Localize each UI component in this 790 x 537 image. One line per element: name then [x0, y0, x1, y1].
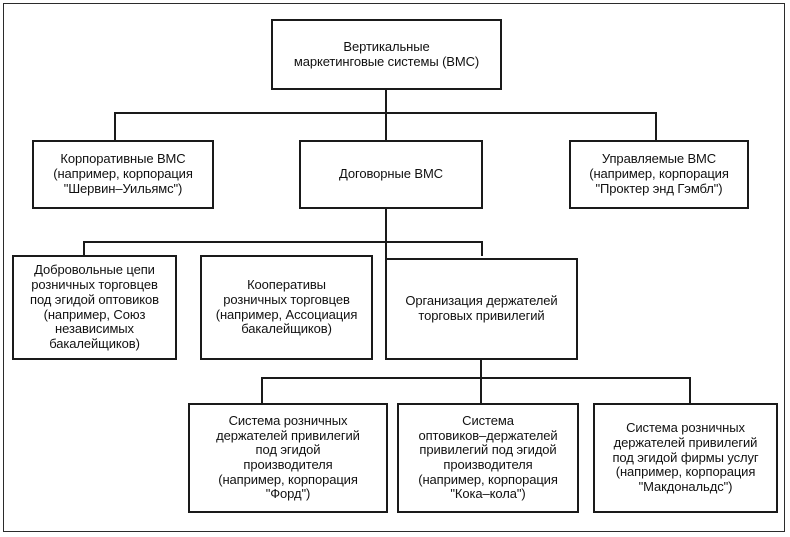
node-label: Система розничных держателей привилегий …	[216, 412, 360, 502]
node-label: Система розничных держателей привилегий …	[612, 420, 759, 495]
node-label: Кооперативы розничных торговцев (наприме…	[215, 277, 358, 337]
connector-level3-bus	[83, 241, 483, 243]
connector-level2-bus	[114, 112, 657, 114]
node-corporate-vms: Корпоративные ВМС (например, корпорация …	[32, 140, 214, 209]
node-label: Управляемые ВМС (например, корпорация "П…	[589, 151, 729, 196]
node-label: Система оптовиков–держателей привилегий …	[418, 412, 558, 502]
connector-root-stem	[385, 90, 387, 140]
connector-franchise-stem	[480, 360, 482, 404]
node-retail-franchise-manufacturer: Система розничных держателей привилегий …	[188, 403, 388, 513]
node-wholesale-franchise-manufacturer: Система оптовиков–держателей привилегий …	[397, 403, 579, 513]
node-label: Вертикальные маркетинговые системы (ВМС)	[293, 38, 480, 69]
node-label: Добровольные цепи розничных торговцев по…	[30, 262, 159, 351]
connector-drop-retail-cooperatives	[481, 241, 483, 256]
node-franchise-organization: Организация держателей торговых привилег…	[385, 258, 578, 360]
connector-contractual-stem	[385, 209, 387, 258]
node-vertical-marketing-systems: Вертикальные маркетинговые системы (ВМС)	[271, 19, 502, 90]
node-label: Корпоративные ВМС (например, корпорация …	[53, 151, 193, 196]
connector-drop-administered	[655, 112, 657, 141]
connector-drop-retail-franchise-service	[689, 377, 691, 404]
node-label: Договорные ВМС	[339, 166, 443, 182]
node-voluntary-chains: Добровольные цепи розничных торговцев по…	[12, 255, 177, 360]
node-contractual-vms: Договорные ВМС	[299, 140, 483, 209]
node-administered-vms: Управляемые ВМС (например, корпорация "П…	[569, 140, 749, 209]
node-retail-franchise-service: Система розничных держателей привилегий …	[593, 403, 778, 513]
node-label: Организация держателей торговых привилег…	[405, 293, 558, 323]
connector-drop-retail-franchise-manufacturer	[261, 377, 263, 404]
connector-drop-voluntary-chains	[83, 241, 85, 256]
node-retail-cooperatives: Кооперативы розничных торговцев (наприме…	[200, 255, 373, 360]
connector-level4-bus	[261, 377, 691, 379]
connector-drop-corporate	[114, 112, 116, 141]
